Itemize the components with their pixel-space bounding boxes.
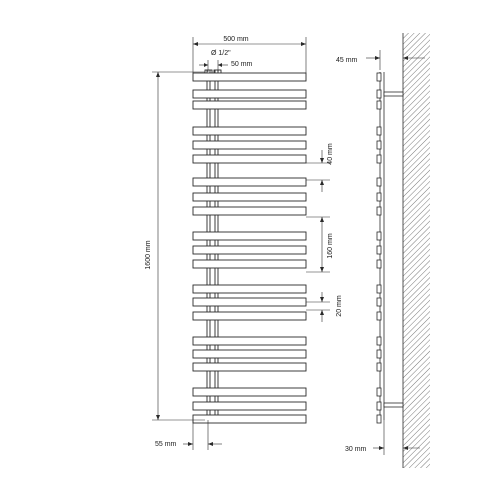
side-bar-end [376,206,382,216]
bar-group [192,72,307,424]
bracket-depth-label: 30 mm [345,446,367,453]
towel-bar [192,336,307,346]
side-bar-end [376,349,382,359]
side-bar-end [376,140,382,150]
pipe-spacing-label: 50 mm [231,61,253,68]
height-label: 1600 mm [145,240,152,269]
towel-bar [192,140,307,150]
towel-bar [192,177,307,187]
towel-bar [192,231,307,241]
side-view [376,33,430,468]
towel-bar [192,72,307,82]
side-bar-end [376,126,382,136]
towel-bar [192,401,307,411]
bar-height-label: 20 mm [336,295,343,317]
side-bar-end [376,192,382,202]
towel-bar [192,297,307,307]
side-bar-end [376,362,382,372]
wall-depth-label: 45 mm [336,57,358,64]
side-bar-end [376,297,382,307]
side-bar-end [376,245,382,255]
towel-bar [192,89,307,99]
side-bar-end [376,414,382,424]
side-bar-end [376,387,382,397]
towel-bar [192,126,307,136]
pipe-diameter-label: Ø 1/2" [211,50,231,57]
wall [403,33,430,468]
side-bar-ends [376,72,382,424]
towel-bar [192,154,307,164]
wall-bracket-bottom [383,402,404,408]
front-dimensions [152,37,330,450]
group-height-label: 160 mm [327,233,334,258]
towel-bar [192,349,307,359]
wall-bracket-top [383,91,404,97]
side-bar-end [376,177,382,187]
towel-bar [192,245,307,255]
side-dimensions [366,50,425,455]
side-bar-end [376,89,382,99]
side-bar-end [376,401,382,411]
side-bar-end [376,336,382,346]
towel-bar [192,414,307,424]
front-view [192,69,307,424]
side-bar-end [376,100,382,110]
side-bar-end [376,72,382,82]
width-label: 500 mm [223,36,248,43]
side-bar-end [376,259,382,269]
towel-bar [192,192,307,202]
bar-gap-label: 40 mm [327,143,334,165]
towel-bar [192,206,307,216]
side-bar-end [376,231,382,241]
towel-bar [192,362,307,372]
towel-bar [192,100,307,110]
towel-bar [192,284,307,294]
side-bar-end [376,154,382,164]
towel-bar [192,387,307,397]
side-bar-end [376,311,382,321]
pipe-offset-label: 55 mm [155,441,177,448]
towel-bar [192,259,307,269]
towel-bar [192,311,307,321]
side-bar-end [376,284,382,294]
